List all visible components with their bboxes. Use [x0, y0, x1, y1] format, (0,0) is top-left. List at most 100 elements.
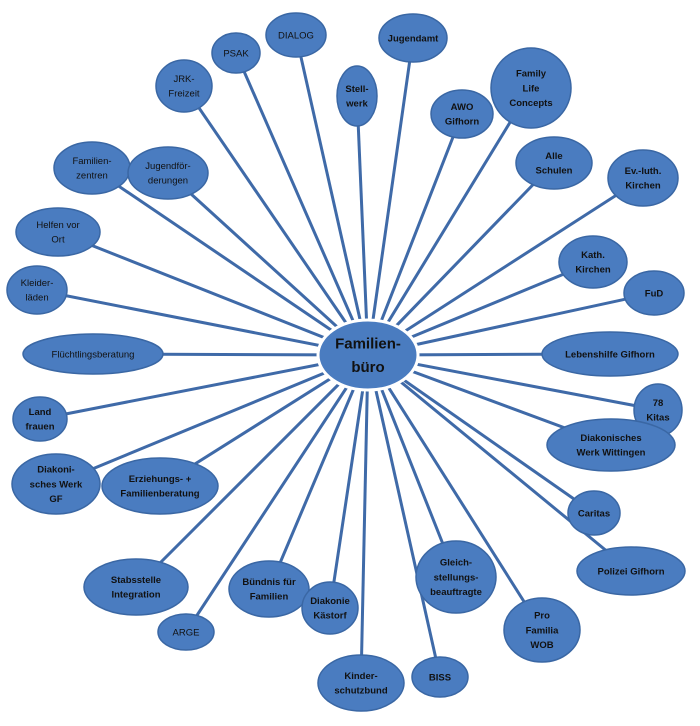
node-erziehungs-familienberatung-label-line: Erziehungs- +: [129, 474, 192, 485]
node-gleichstellungsbeauftragte: Gleich-stellungs-beauftragte: [415, 540, 497, 614]
node-ellipse-helfen-vor-ort: [15, 207, 101, 257]
node-pro-familia-wob-label-line: Familia: [526, 625, 559, 636]
node-jugendamt: Jugendamt: [378, 13, 448, 63]
node-kinderschutzbund: Kinder-schutzbund: [317, 654, 405, 712]
node-alle-schulen-label-line: Alle: [545, 151, 562, 162]
node-diakonisches-werk-gf-label-line: sches Werk: [30, 479, 83, 490]
node-kinderschutzbund-label-line: Kinder-: [344, 671, 377, 682]
node-jrk-freizeit-label-line: JRK-: [173, 74, 194, 85]
node-ellipse-land-frauen: [12, 396, 68, 442]
node-alle-schulen-label-line: Schulen: [536, 166, 573, 177]
node-polizei-gifhorn-label-line: Polizei Gifhorn: [597, 566, 664, 577]
node-erziehungs-familienberatung: Erziehungs- + Familienberatung: [101, 457, 219, 515]
node-awo-gifhorn-label-line: AWO: [451, 102, 474, 113]
node-ellipse-gleichstellungsbeauftragte: [415, 540, 497, 614]
node-ellipse-ev-luth-kirchen: [607, 149, 679, 207]
node-familienzentren-label-line: Familien-: [72, 156, 111, 167]
node-gleichstellungsbeauftragte-label-line: stellungs-: [434, 572, 479, 583]
node-ellipse-kinderschutzbund: [317, 654, 405, 712]
node-fud-label-line: FuD: [645, 288, 664, 299]
spoke-diakonie-kaestorf: [328, 354, 370, 609]
spoke-psak: [234, 52, 370, 356]
node-ellipse-diakonisches-werk-gf: [11, 453, 101, 515]
node-awo-gifhorn-label-line: Gifhorn: [445, 117, 479, 128]
node-family-life-concepts-label-line: Concepts: [509, 98, 552, 109]
node-jrk-freizeit: JRK- Freizeit: [155, 59, 213, 113]
node-jrk-freizeit-label-line: Freizeit: [168, 89, 200, 100]
node-helfen-vor-ort-label-line: Ort: [51, 235, 65, 246]
node-ellipse-diakonisches-werk-wittingen: [546, 418, 676, 472]
spoke-buendnis-fuer-familien: [267, 354, 370, 590]
node-ellipse-diakonie-kaestorf: [301, 581, 359, 635]
node-ellipse-stellwerk: [336, 65, 378, 127]
spoke-kleiderlaeden: [36, 288, 369, 357]
node-ellipse-family-life-concepts: [490, 47, 572, 129]
spokes-layer: [36, 34, 659, 684]
spoke-ev-luth-kirchen: [367, 176, 644, 357]
spoke-kinderschutzbund: [359, 354, 370, 684]
node-awo-gifhorn: AWO Gifhorn: [430, 89, 494, 139]
spoke-biss: [366, 354, 442, 678]
node-gleichstellungsbeauftragte-label-line: Gleich-: [440, 558, 472, 569]
node-ellipse-fluechtlingsberatung: [22, 333, 164, 375]
spoke-stellwerk: [355, 95, 370, 356]
node-diakonisches-werk-wittingen-label-line: Diakonisches: [580, 433, 641, 444]
node-kinderschutzbund-label-line: schutzbund: [334, 686, 387, 697]
node-ellipse-jugendamt: [378, 13, 448, 63]
node-erziehungs-familienberatung-label-line: Familienberatung: [120, 489, 199, 500]
spoke-jugendamt: [366, 37, 415, 356]
node-buendnis-fuer-familien-label-line: Familien: [250, 592, 289, 603]
node-helfen-vor-ort-label-line: Helfen vor: [36, 220, 79, 231]
node-gleichstellungsbeauftragte-label-line: beauftragte: [430, 587, 482, 598]
node-stellwerk: Stell-werk: [336, 65, 378, 127]
node-78-kitas-label-line: 78: [653, 398, 664, 409]
node-kleiderlaeden-label-line: läden: [25, 293, 48, 304]
spoke-awo-gifhorn: [366, 113, 464, 356]
node-ev-luth-kirchen-label-line: Kirchen: [625, 181, 661, 192]
node-diakonie-kaestorf-label-line: Kästorf: [313, 611, 347, 622]
node-arge: ARGE: [157, 613, 215, 651]
node-ellipse-alle-schulen: [515, 136, 593, 190]
node-land-frauen-label-line: frauen: [25, 422, 54, 433]
hub-node: Familien-büro: [316, 318, 420, 392]
spoke-jugendfoerderungen: [166, 171, 370, 357]
node-fud: FuD: [623, 270, 685, 316]
node-lebenshilfe-gifhorn-label-line: Lebenshilfe Gifhorn: [565, 349, 655, 360]
node-jugendfoerderungen: Jugendför-derungen: [127, 146, 209, 200]
node-biss-label-line: BISS: [429, 672, 451, 683]
node-ellipse-biss: [411, 656, 469, 698]
node-psak: PSAK: [211, 32, 261, 74]
node-ellipse-kath-kirchen: [558, 235, 628, 289]
node-fluechtlingsberatung-label-line: Flüchtlingsberatung: [52, 349, 135, 360]
node-familienzentren-label-line: zentren: [76, 171, 108, 182]
node-caritas: Caritas: [567, 490, 621, 536]
spoke-arge: [184, 354, 370, 633]
node-polizei-gifhorn: Polizei Gifhorn: [576, 546, 686, 596]
node-ellipse-erziehungs-familienberatung: [101, 457, 219, 515]
node-psak-label-line: PSAK: [223, 48, 249, 59]
node-biss: BISS: [411, 656, 469, 698]
node-ellipse-psak: [211, 32, 261, 74]
spoke-alle-schulen: [366, 161, 556, 357]
node-ellipse-jrk-freizeit: [155, 59, 213, 113]
hub-label-line: büro: [351, 359, 384, 376]
spoke-stabsstelle-integration: [134, 353, 370, 589]
node-pro-familia-wob-label-line: WOB: [530, 640, 553, 651]
spoke-caritas: [367, 353, 595, 515]
node-jugendfoerderungen-label-line: derungen: [148, 176, 188, 187]
hub-label-line: Familien-: [335, 336, 401, 353]
node-ev-luth-kirchen: Ev.-luth.Kirchen: [607, 149, 679, 207]
spoke-family-life-concepts: [366, 87, 533, 356]
node-stabsstelle-integration-label-line: Integration: [111, 590, 160, 601]
node-ellipse-arge: [157, 613, 215, 651]
node-stabsstelle-integration-label-line: Stabsstelle: [111, 575, 161, 586]
